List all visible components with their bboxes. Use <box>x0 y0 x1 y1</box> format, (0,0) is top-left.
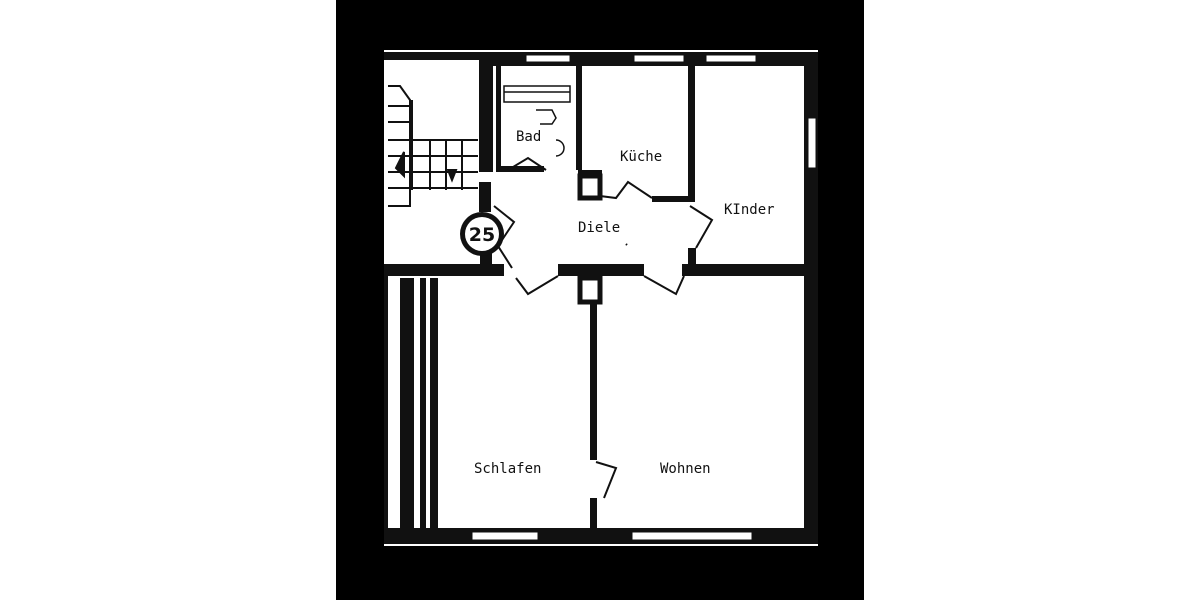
toilet <box>536 109 557 125</box>
wall-kitchen-children <box>688 62 695 202</box>
bath-fixtures <box>503 85 571 157</box>
wall-kitchen-bottom <box>578 170 602 176</box>
wall-left-thick <box>400 278 414 528</box>
wall-bath-left <box>496 62 501 170</box>
window-children <box>705 54 757 63</box>
wall-mid-center <box>558 264 644 276</box>
window-living <box>631 531 753 541</box>
wall-bath-right <box>576 62 582 170</box>
wall-bath-bottom <box>496 166 544 172</box>
window-bath <box>525 54 571 63</box>
door-living <box>643 275 685 296</box>
door-children <box>689 205 714 249</box>
wall-mid-right <box>682 264 810 276</box>
wall-left-edge <box>384 276 388 532</box>
wall-right <box>804 52 818 542</box>
window-bedroom <box>471 531 539 541</box>
wall-kitchen-bottom-right <box>652 196 692 202</box>
door-bed-living <box>595 461 618 499</box>
pillar-upper <box>577 173 603 201</box>
wall-stair-right-lower <box>479 182 491 212</box>
hall-marker <box>625 243 628 246</box>
door-kitchen <box>599 180 653 200</box>
window-kitchen <box>633 54 685 63</box>
door-swings <box>493 156 714 499</box>
room-label-living: Wohnen <box>660 461 711 477</box>
wall-bed-left <box>430 278 438 530</box>
room-label-children: KInder <box>724 202 775 218</box>
unit-number-badge: 25 <box>460 212 504 256</box>
unit-number: 25 <box>469 224 495 246</box>
sink <box>555 139 565 157</box>
door-entrance <box>493 205 516 269</box>
wall-mid-left <box>384 264 504 276</box>
room-label-hall: Diele <box>578 220 620 236</box>
room-label-bedroom: Schlafen <box>474 461 541 477</box>
window-right <box>807 117 817 169</box>
wall-bottom <box>384 528 818 544</box>
room-label-kitchen: Küche <box>620 149 662 165</box>
door-bath <box>507 156 547 171</box>
wall-left-thin <box>420 278 426 528</box>
door-bedroom <box>515 275 559 296</box>
bathtub <box>503 85 571 103</box>
wall-bed-living-low <box>590 498 597 532</box>
room-label-bath: Bad <box>516 129 541 145</box>
staircase <box>388 85 478 207</box>
wall-stair-right <box>479 52 493 172</box>
interior-walls <box>384 52 810 532</box>
windows <box>471 54 817 541</box>
wall-children-left <box>688 248 696 270</box>
wall-stair-top <box>384 52 482 60</box>
wall-bed-living <box>590 300 597 460</box>
